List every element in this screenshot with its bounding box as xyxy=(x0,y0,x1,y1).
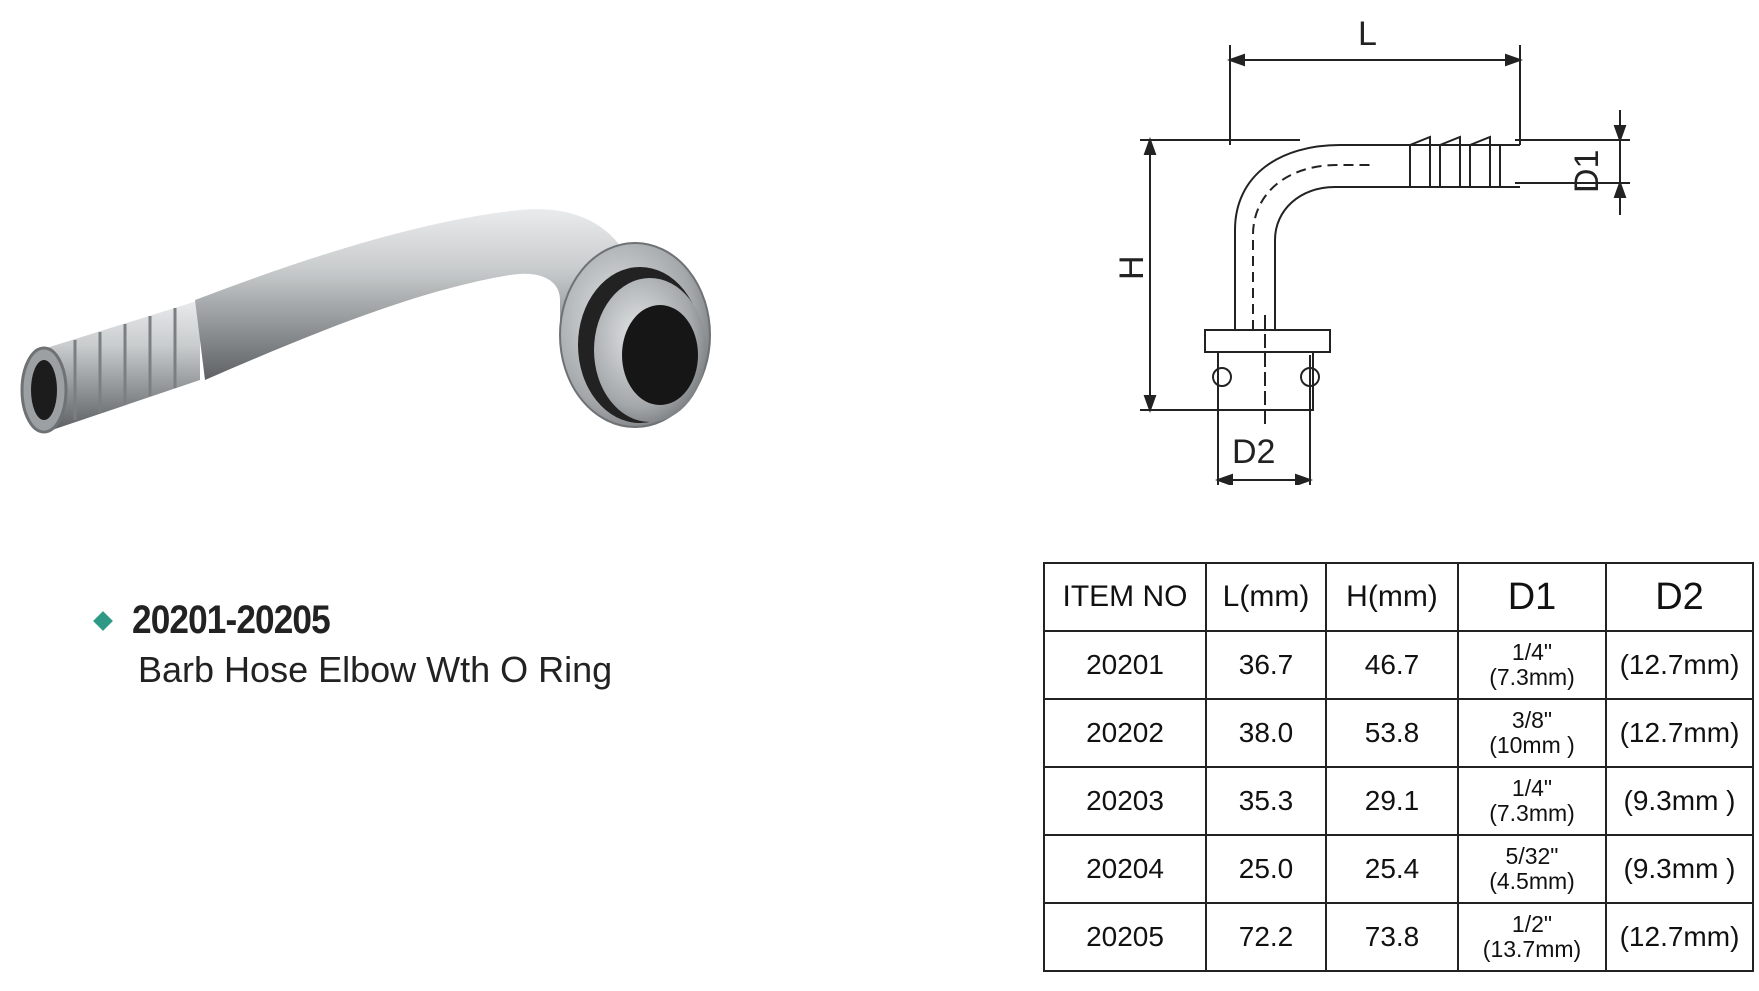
barb-section xyxy=(20,300,200,434)
cell-d2: (9.3mm ) xyxy=(1605,834,1754,904)
cell-d1: 5/32"(4.5mm) xyxy=(1457,834,1607,904)
flange-and-o-ring xyxy=(559,242,711,428)
cell-d1-mm: (7.3mm) xyxy=(1489,664,1575,690)
table-row: 20201 36.7 46.7 1/4"(7.3mm) (12.7mm) xyxy=(1043,630,1754,700)
table-row: 20205 72.2 73.8 1/2"(13.7mm) (12.7mm) xyxy=(1043,902,1754,972)
item-range-title: 20201-20205 xyxy=(132,598,331,642)
cell-d1-inch: 1/2" xyxy=(1511,911,1553,937)
cell-l: 35.3 xyxy=(1205,766,1327,836)
cell-l: 36.7 xyxy=(1205,630,1327,700)
table-row: 20203 35.3 29.1 1/4"(7.3mm) (9.3mm ) xyxy=(1043,766,1754,836)
cell-d1-inch: 1/4" xyxy=(1511,775,1553,801)
cell-d2: (12.7mm) xyxy=(1605,902,1754,972)
cell-d1-mm: (10mm ) xyxy=(1489,732,1575,758)
table-row: 20202 38.0 53.8 3/8"(10mm ) (12.7mm) xyxy=(1043,698,1754,768)
cell-l: 38.0 xyxy=(1205,698,1327,768)
technical-drawing: L H D1 D2 xyxy=(1113,15,1630,485)
cell-item: 20203 xyxy=(1043,766,1207,836)
spec-table: ITEM NO L(mm) H(mm) D1 D2 20201 36.7 46.… xyxy=(1043,562,1754,972)
product-photo xyxy=(20,209,711,434)
cell-h: 53.8 xyxy=(1325,698,1459,768)
table-header-row: ITEM NO L(mm) H(mm) D1 D2 xyxy=(1043,562,1754,632)
cell-d1-mm: (13.7mm) xyxy=(1482,936,1582,962)
cell-l: 25.0 xyxy=(1205,834,1327,904)
cell-d1-inch: 5/32" xyxy=(1505,843,1559,869)
cell-item: 20204 xyxy=(1043,834,1207,904)
table-row: 20204 25.0 25.4 5/32"(4.5mm) (9.3mm ) xyxy=(1043,834,1754,904)
cell-item: 20205 xyxy=(1043,902,1207,972)
cell-d1: 3/8"(10mm ) xyxy=(1457,698,1607,768)
product-title-block: 20201-20205 Barb Hose Elbow Wth O Ring xyxy=(93,598,613,691)
cell-d1: 1/4"(7.3mm) xyxy=(1457,766,1607,836)
cell-h: 73.8 xyxy=(1325,902,1459,972)
product-name: Barb Hose Elbow Wth O Ring xyxy=(138,649,613,690)
header-h: H(mm) xyxy=(1325,562,1459,632)
header-item-no: ITEM NO xyxy=(1043,562,1207,632)
cell-d1-mm: (4.5mm) xyxy=(1489,868,1575,894)
dim-label-d2: D2 xyxy=(1232,433,1275,471)
diamond-bullet-icon xyxy=(93,610,113,631)
header-d1: D1 xyxy=(1457,562,1607,632)
cell-d1-mm: (7.3mm) xyxy=(1489,800,1575,826)
cell-d2: (12.7mm) xyxy=(1605,698,1754,768)
cell-d1: 1/2"(13.7mm) xyxy=(1457,902,1607,972)
dim-label-d1: D1 xyxy=(1568,150,1606,193)
elbow-body xyxy=(195,209,640,380)
cell-h: 29.1 xyxy=(1325,766,1459,836)
cell-h: 25.4 xyxy=(1325,834,1459,904)
dim-label-h: H xyxy=(1113,255,1151,280)
header-l: L(mm) xyxy=(1205,562,1327,632)
cell-d2: (9.3mm ) xyxy=(1605,766,1754,836)
cell-l: 72.2 xyxy=(1205,902,1327,972)
cell-d1-inch: 1/4" xyxy=(1511,639,1553,665)
cell-h: 46.7 xyxy=(1325,630,1459,700)
cell-item: 20202 xyxy=(1043,698,1207,768)
cell-item: 20201 xyxy=(1043,630,1207,700)
cell-d1-inch: 3/8" xyxy=(1511,707,1553,733)
cell-d1: 1/4"(7.3mm) xyxy=(1457,630,1607,700)
cell-d2: (12.7mm) xyxy=(1605,630,1754,700)
dim-label-l: L xyxy=(1358,15,1377,53)
header-d2: D2 xyxy=(1605,562,1754,632)
